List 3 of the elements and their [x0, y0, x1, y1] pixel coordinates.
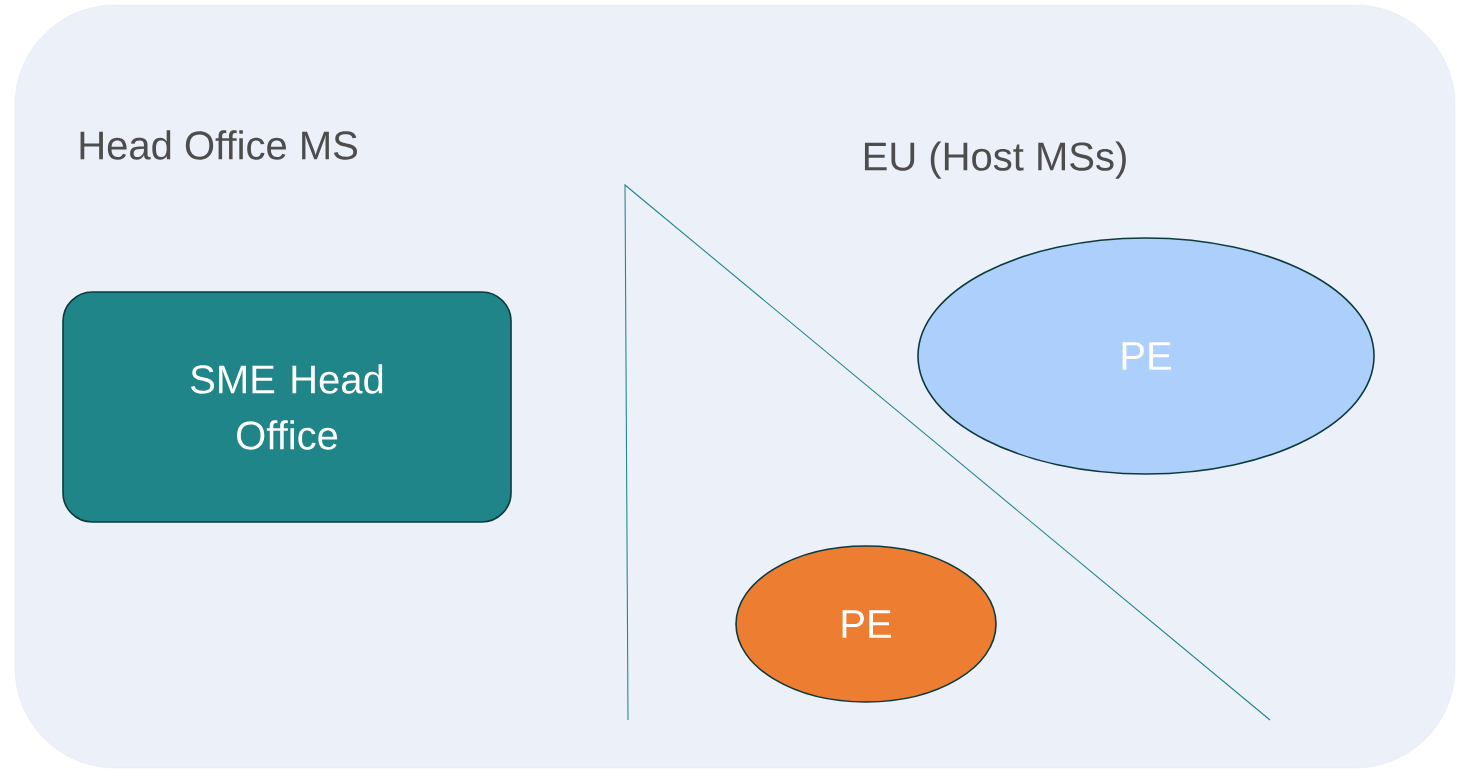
heading: Head Office MS [80, 130, 357, 160]
process-box: SME Head Office [62, 291, 512, 523]
heading: EU (Host MSs) [864, 141, 1126, 179]
